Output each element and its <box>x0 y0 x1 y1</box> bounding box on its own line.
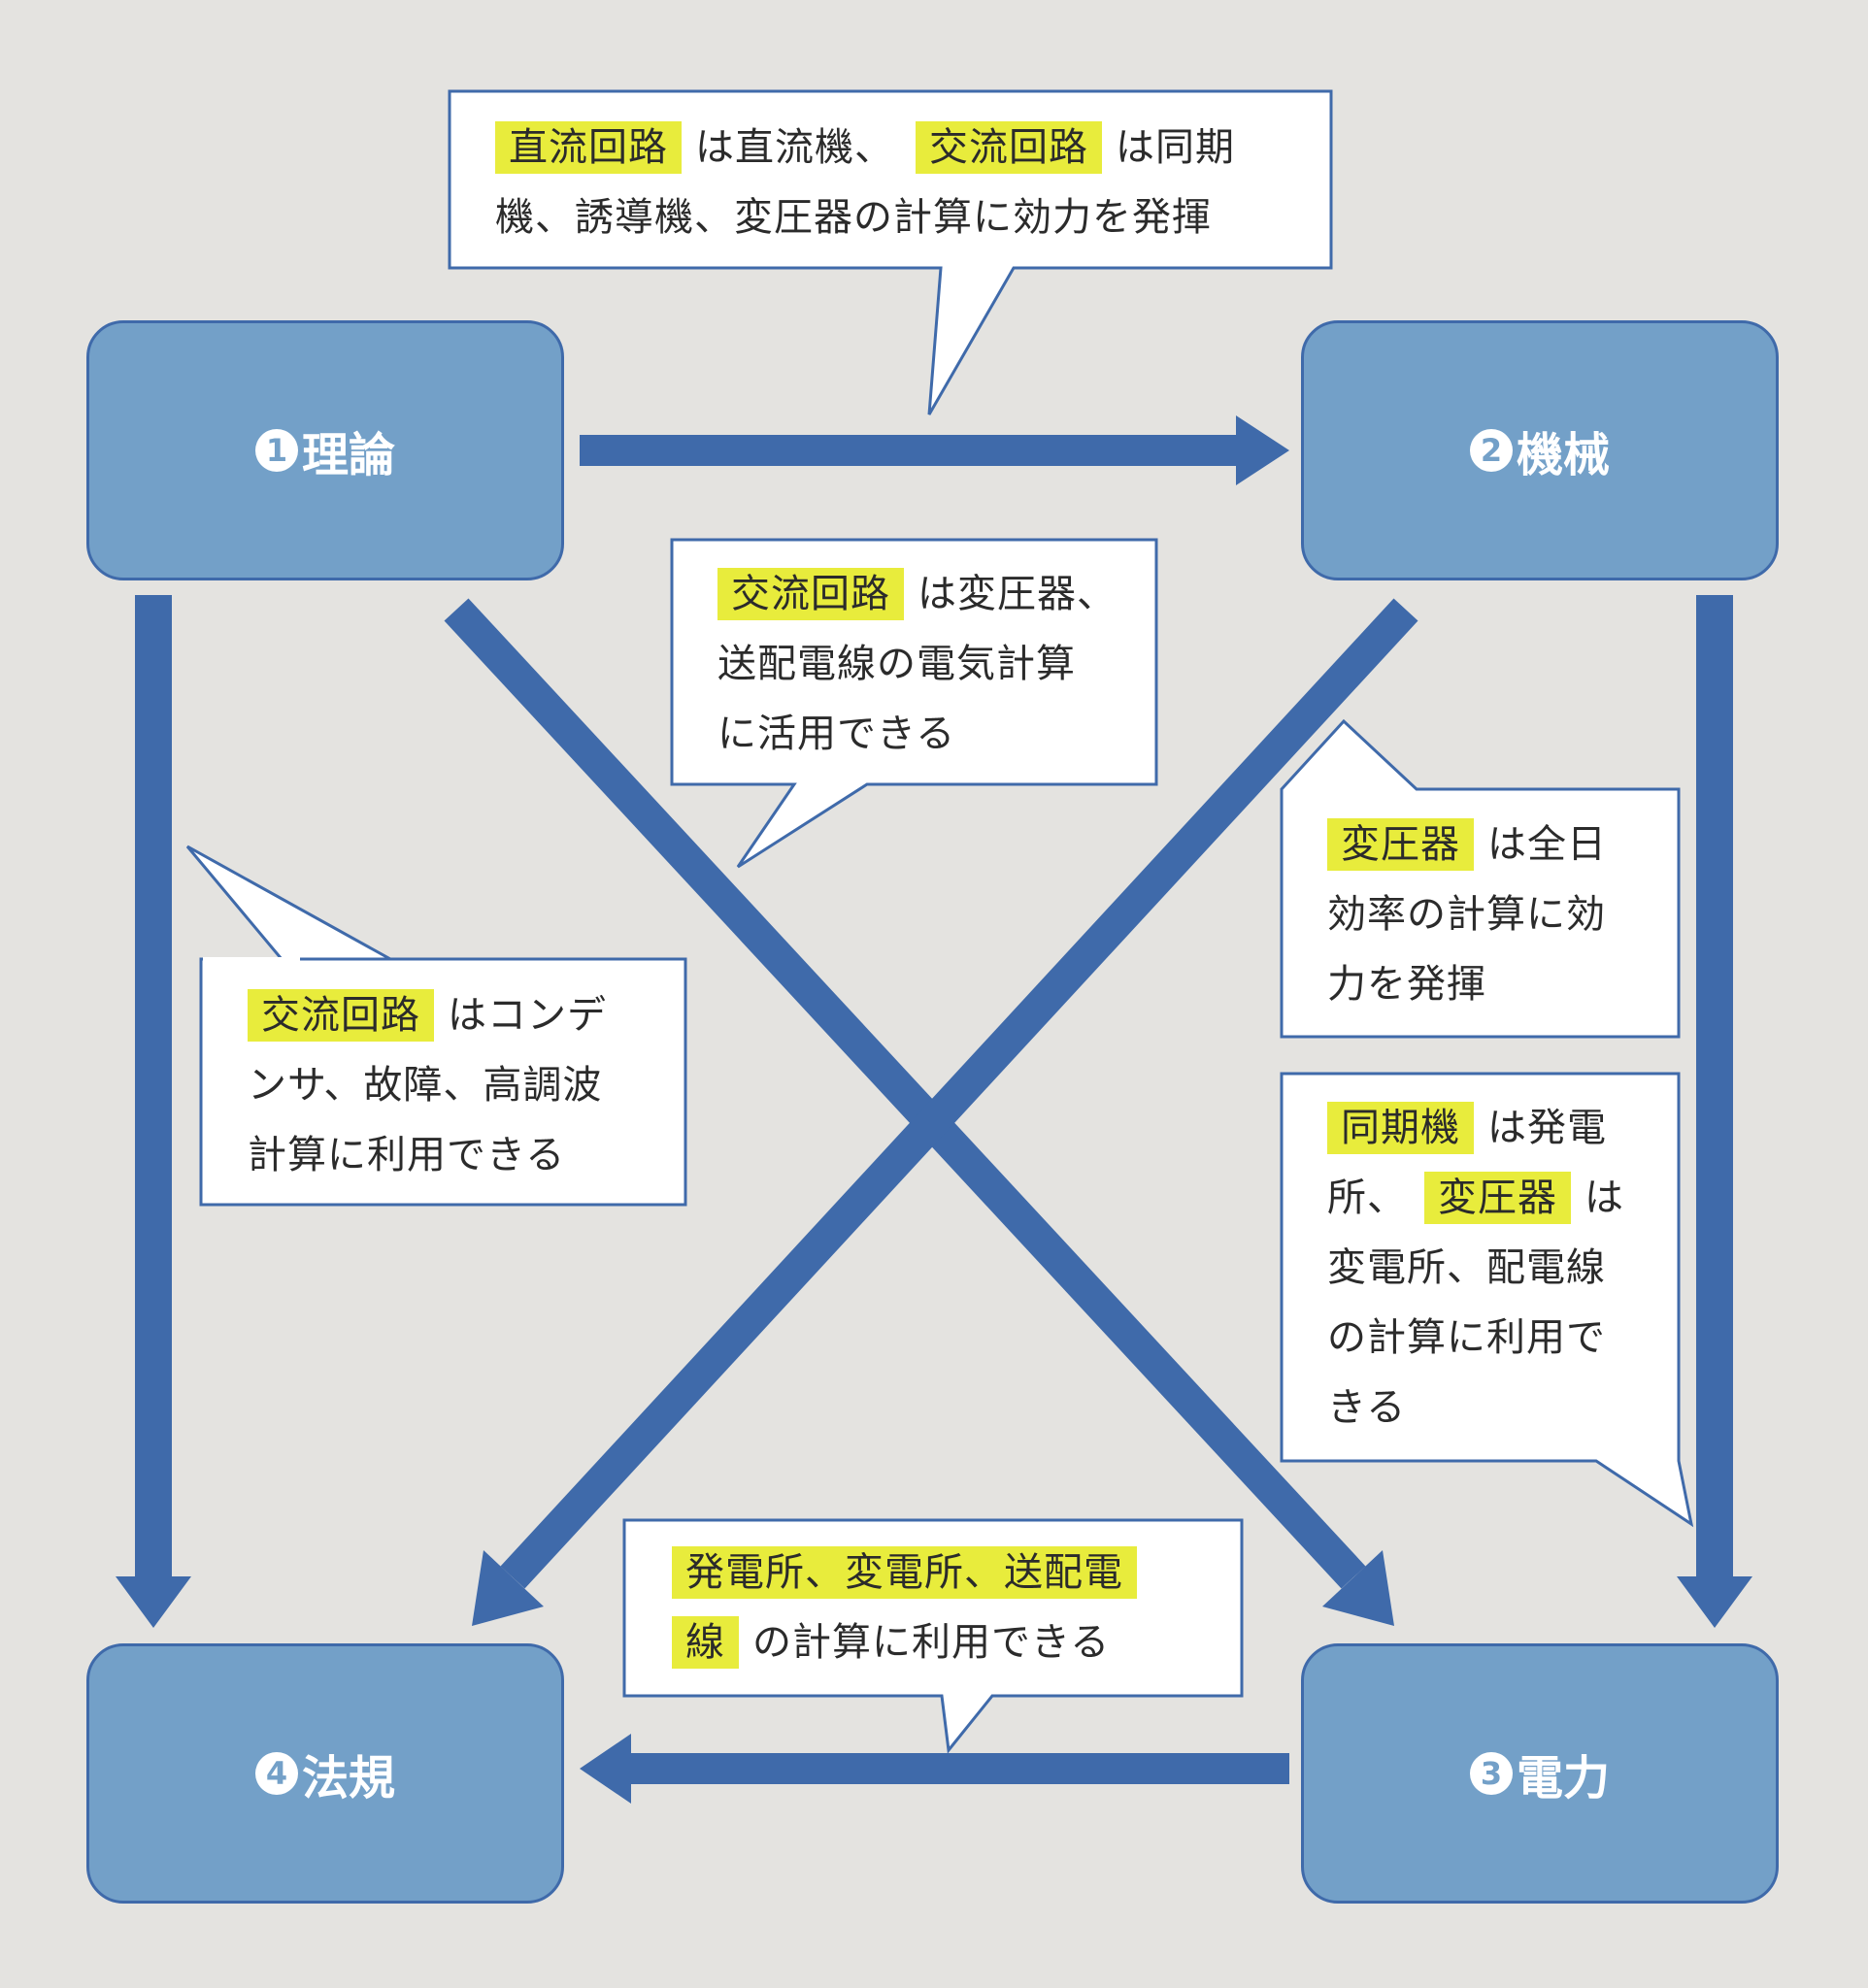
number-3-icon: 3 <box>1469 1752 1513 1795</box>
highlight-ac-circuit: 交流回路 <box>717 568 904 620</box>
highlight-ac-circuit: 交流回路 <box>916 121 1102 174</box>
arrow-machines-to-power <box>1677 595 1752 1628</box>
callout-right-bottom-text-1: は発電 <box>1487 1106 1607 1150</box>
arrowhead-theory-to-power <box>1322 1550 1394 1626</box>
highlight-synchronous-machine: 同期機 <box>1327 1102 1474 1154</box>
highlight-lines: 線 <box>672 1616 739 1669</box>
callout-left-text: 交流回路はコンデ ンサ、故障、高調波 計算に利用できる <box>248 980 607 1190</box>
callout-center-line-2: 送配電線の電気計算 <box>717 642 1076 686</box>
callout-center <box>670 538 1158 869</box>
callout-right-bottom-text: 同期機は発電 所、変圧器は 変電所、配電線 の計算に利用で きる <box>1327 1093 1624 1442</box>
callout-left-text-1: はコンデ <box>448 993 607 1038</box>
callout-right-top-line-3: 力を発揮 <box>1327 962 1486 1007</box>
arrowhead-machines-to-regulations <box>472 1550 544 1626</box>
arrow-theory-to-power <box>444 598 1366 1589</box>
number-4-icon: 4 <box>254 1752 298 1795</box>
callout-right-bottom-line-4: の計算に利用で <box>1327 1315 1606 1360</box>
callout-top-text-1: は直流機、 <box>695 125 894 170</box>
callout-bottom-text: 発電所、変電所、送配電 線の計算に利用できる <box>672 1538 1137 1677</box>
callout-right-bottom-text-2: 所、 <box>1327 1176 1407 1220</box>
node-regulations: 4 法規 <box>86 1643 564 1904</box>
node-regulations-label: 法規 <box>301 1751 395 1806</box>
arrow-theory-to-machines <box>580 415 1289 485</box>
highlight-transformer: 変圧器 <box>1327 818 1474 871</box>
callout-right-bottom-text-3: は <box>1584 1176 1624 1220</box>
highlight-ac-circuit: 交流回路 <box>248 989 434 1042</box>
callout-top-text-2: は同期 <box>1116 125 1235 170</box>
callout-left-line-2: ンサ、故障、高調波 <box>248 1063 603 1108</box>
node-power-label: 電力 <box>1516 1751 1610 1806</box>
highlight-dc-circuit: 直流回路 <box>495 121 682 174</box>
number-2-icon: 2 <box>1469 429 1513 472</box>
callout-center-text-1: は変圧器、 <box>917 572 1117 616</box>
callout-right-bottom-line-5: きる <box>1327 1385 1407 1430</box>
callout-top-line-2: 機、誘導機、変圧器の計算に効力を発揮 <box>495 195 1212 240</box>
callout-right-top-text: 変圧器は全日 効率の計算に効 力を発揮 <box>1327 810 1607 1019</box>
node-power: 3 電力 <box>1301 1643 1779 1904</box>
number-1-icon: 1 <box>254 429 298 472</box>
callout-center-line-3: に活用できる <box>717 712 956 756</box>
callout-top-text: 直流回路は直流機、交流回路は同期 機、誘導機、変圧器の計算に効力を発揮 <box>495 113 1235 252</box>
callout-right-top <box>1280 718 1681 1039</box>
node-theory: 1 理論 <box>86 320 564 580</box>
callout-left-line-3: 計算に利用できる <box>248 1133 566 1177</box>
node-machines-label: 機械 <box>1516 428 1610 482</box>
callout-right-top-line-2: 効率の計算に効 <box>1327 892 1606 937</box>
highlight-transformer: 変圧器 <box>1424 1172 1571 1224</box>
arrow-theory-to-regulations <box>116 595 191 1628</box>
arrow-power-to-regulations <box>580 1734 1289 1804</box>
callout-right-top-text-1: は全日 <box>1487 822 1607 867</box>
callout-bottom-text-1: の計算に利用できる <box>752 1620 1111 1665</box>
node-machines: 2 機械 <box>1301 320 1779 580</box>
callout-right-bottom <box>1280 1072 1694 1528</box>
callout-right-bottom-line-3: 変電所、配電線 <box>1327 1245 1606 1290</box>
highlight-power-stations: 発電所、変電所、送配電 <box>672 1546 1137 1599</box>
arrow-machines-to-regulations <box>500 598 1418 1589</box>
callout-center-text: 交流回路は変圧器、 送配電線の電気計算 に活用できる <box>717 559 1117 769</box>
node-theory-label: 理論 <box>301 428 395 482</box>
